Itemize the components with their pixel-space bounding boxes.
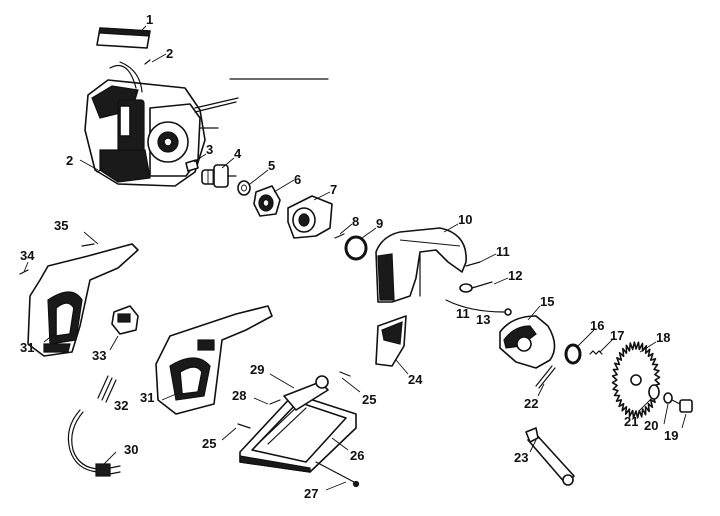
saw-blade-part [611,341,661,419]
power-cord-part [67,409,121,477]
callout-label: 31 [20,340,34,355]
callout-label: 10 [458,212,472,227]
pin-part [334,233,345,239]
cord-protector-part [97,375,117,403]
callout-label: 25 [362,392,376,407]
bearing-plate-part [253,185,281,217]
motor-housing-part [84,61,239,187]
handle-half-right-part [155,305,273,415]
callout-label: 11 [496,244,510,259]
armature-shaft-part [201,164,237,188]
retaining-ring-part [344,235,368,261]
callout-label: 12 [508,268,522,283]
guard-fasteners-part [445,261,512,316]
callout-label: 3 [206,142,213,157]
gear-housing-part [287,195,333,239]
callout-label: 30 [124,442,138,457]
callout-label: 32 [114,398,128,413]
callout-label: 1 [146,12,153,27]
wrench-part [525,427,575,486]
callout-labels: 1 2 2 3 4 5 6 7 8 9 10 11 12 11 13 15 16… [20,12,678,501]
callout-label: 11 [456,306,470,321]
callout-label: 31 [140,390,154,405]
leader-lines [23,25,687,491]
callout-label: 21 [624,414,638,429]
screw-part [96,59,151,173]
callout-label: 22 [524,396,538,411]
callout-label: 23 [514,450,528,465]
callout-label: 4 [234,146,242,161]
callout-label: 7 [330,182,337,197]
washer-part [237,180,251,196]
callout-label: 5 [268,158,275,173]
callout-label: 15 [540,294,554,309]
callout-label: 9 [376,216,383,231]
callout-label: 16 [590,318,604,333]
callout-label: 34 [20,248,35,263]
callout-label: 17 [610,328,624,343]
callout-label: 19 [664,428,678,443]
callout-label: 25 [202,436,216,451]
callout-label: 28 [232,388,246,403]
callout-label: 35 [54,218,68,233]
guard-spring-part [535,365,556,389]
callout-label: 29 [250,362,264,377]
callout-label: 20 [644,418,658,433]
callout-label: 18 [656,330,670,345]
guard-plate-part [375,315,407,367]
callout-label: 26 [350,448,364,463]
blade-bolt-part [648,384,693,413]
callout-label: 33 [92,348,106,363]
callout-label: 13 [476,312,490,327]
callout-label: 6 [294,172,301,187]
switch-part [111,305,139,335]
blade-washer-part [564,343,582,365]
callout-label: 27 [304,486,318,501]
label-plate-part [96,27,151,49]
base-shoe-part [237,371,360,488]
callout-label: 2 [66,153,73,168]
key-part [185,159,199,172]
lower-guard-part [499,315,556,369]
handle-half-left-part [19,243,139,357]
callout-label: 24 [408,372,423,387]
upper-guard-part [375,227,467,303]
callout-label: 2 [166,46,173,61]
callout-label: 8 [352,214,359,229]
